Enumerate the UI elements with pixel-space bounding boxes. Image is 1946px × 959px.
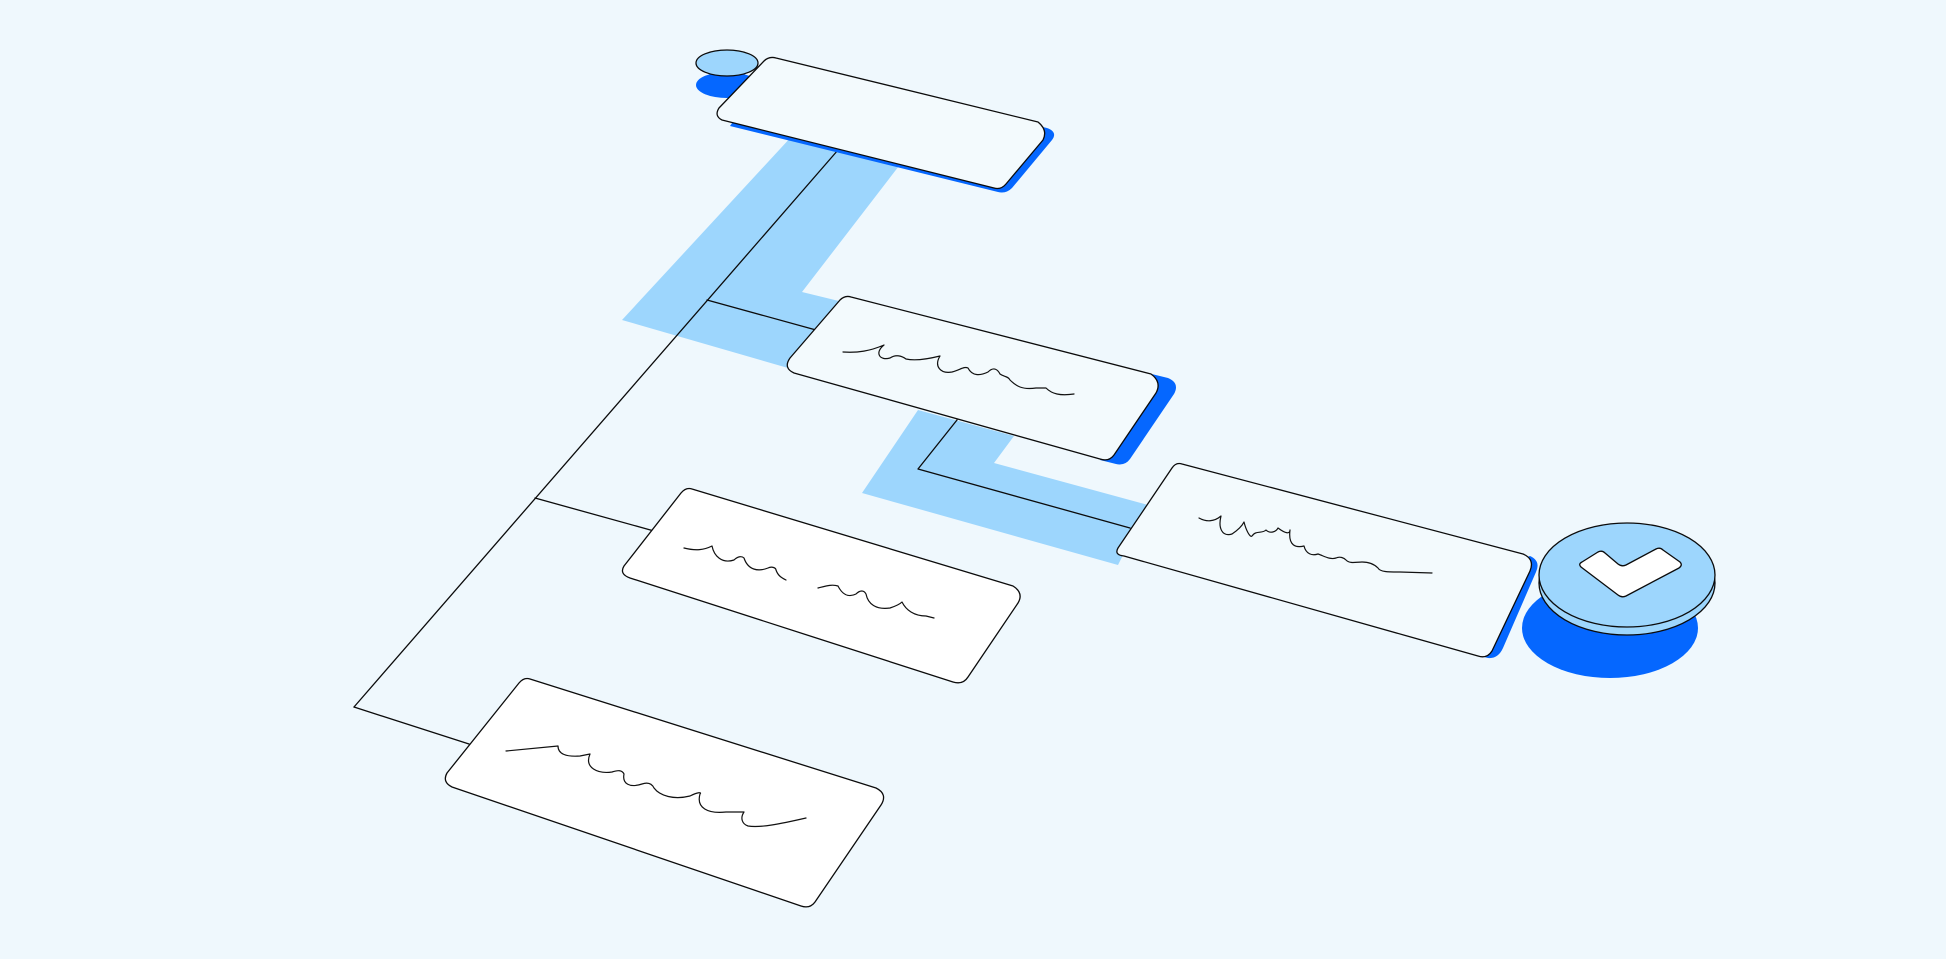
card-1 xyxy=(716,56,1055,193)
card-4-body xyxy=(621,487,1021,684)
checkmark-icon xyxy=(1579,547,1682,598)
connector-lines xyxy=(353,149,1131,745)
card-5 xyxy=(444,677,885,908)
branch-to-card-4 xyxy=(534,497,655,532)
card-5-text-scribble xyxy=(505,745,807,828)
card-3-body xyxy=(1116,462,1533,658)
end-node xyxy=(1522,522,1716,678)
card-2 xyxy=(786,295,1176,465)
card-5-body xyxy=(444,677,885,908)
card-4 xyxy=(621,487,1021,684)
branch-to-card-2 xyxy=(706,299,817,331)
branch-to-card-5 xyxy=(353,706,470,745)
card-4-text-scribble xyxy=(683,545,935,619)
card-2-body xyxy=(786,295,1159,461)
card-2-text-scribble xyxy=(842,344,1075,396)
ellipse-node-icon xyxy=(695,49,759,77)
trunk-line xyxy=(353,149,839,708)
card-1-body xyxy=(716,56,1046,190)
branch-to-card-3 xyxy=(917,419,1131,529)
card-3 xyxy=(1116,462,1538,659)
card-3-text-scribble xyxy=(1198,515,1433,574)
